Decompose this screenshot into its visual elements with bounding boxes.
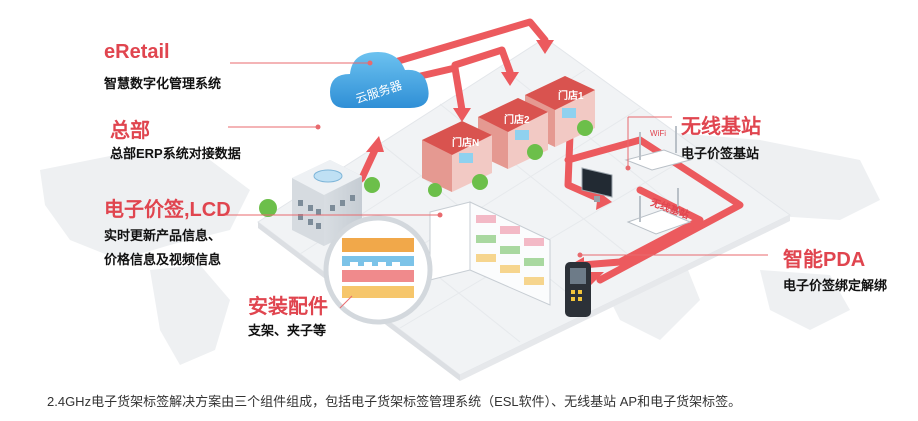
- monitor: [581, 167, 613, 202]
- pda-subtitle: 电子价签绑定解绑: [783, 278, 888, 293]
- store-shelves: [429, 201, 551, 306]
- pda-device: [565, 262, 591, 317]
- router-top: WiFi: [624, 126, 692, 171]
- svg-text:门店1: 门店1: [558, 89, 584, 102]
- pda-title: 智能PDA: [783, 249, 866, 271]
- esl-line-2: 价格信息及视频信息: [104, 252, 222, 267]
- basestation-subtitle: 电子价签基站: [681, 146, 760, 161]
- accessories-subtitle: 支架、夹子等: [248, 323, 327, 338]
- svg-text:门店2: 门店2: [504, 113, 530, 126]
- leader-lines: [225, 62, 768, 309]
- eretail-title: eRetail: [104, 41, 170, 63]
- caption: 2.4GHz电子货架标签解决方案由三个组件组成，包括电子货架标签管理系统（ESL…: [47, 394, 742, 409]
- trees: [259, 120, 593, 217]
- svg-text:WiFi: WiFi: [650, 129, 666, 138]
- hq-building: [292, 160, 362, 246]
- store-n: 门店N: [422, 121, 492, 192]
- basestation-title: 无线基站: [681, 116, 761, 138]
- esl-title: 电子价签,LCD: [104, 199, 231, 221]
- eretail-subtitle: 智慧数字化管理系统: [104, 76, 222, 91]
- cloud-server: 云服务器: [330, 52, 429, 108]
- esl-line-1: 实时更新产品信息、: [104, 228, 222, 243]
- hq-subtitle: 总部ERP系统对接数据: [110, 146, 241, 161]
- hq-title: 总部: [110, 120, 150, 142]
- accessories-title: 安装配件: [248, 296, 328, 318]
- svg-text:门店N: 门店N: [452, 136, 479, 149]
